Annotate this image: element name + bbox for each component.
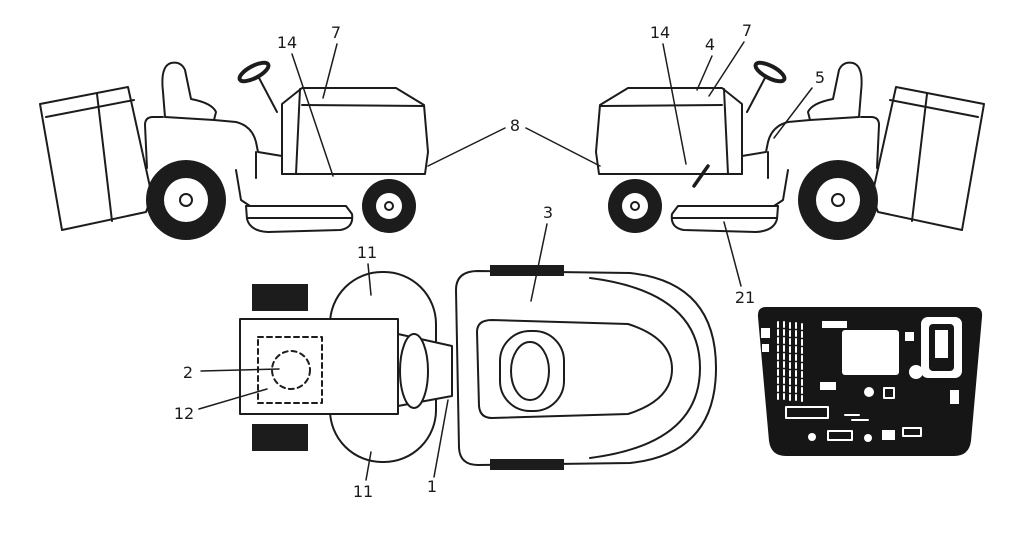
callout-11-upper: 11 bbox=[357, 243, 377, 262]
leader-1 bbox=[433, 399, 449, 478]
tractor-top-view bbox=[239, 265, 717, 470]
callout-leader-lines bbox=[198, 41, 813, 481]
panel-grille bbox=[777, 321, 803, 403]
leader-8-to-left bbox=[427, 127, 506, 167]
neck-joint bbox=[399, 333, 429, 409]
callout-7-right-view: 7 bbox=[742, 21, 752, 40]
front-body-outline bbox=[455, 270, 717, 466]
callout-21-right-view: 21 bbox=[735, 288, 755, 307]
callout-2: 2 bbox=[183, 363, 193, 382]
control-panel-illustration bbox=[757, 307, 983, 456]
tractor-left-side-view bbox=[38, 57, 430, 243]
callout-3: 3 bbox=[543, 203, 553, 222]
callout-5-right-view: 5 bbox=[815, 68, 825, 87]
deck-lift-lever bbox=[692, 164, 710, 188]
leader-12 bbox=[198, 388, 268, 410]
callout-12: 12 bbox=[174, 404, 194, 423]
leader-5-right bbox=[773, 87, 813, 139]
label-strip-top bbox=[490, 265, 564, 276]
leader-21-right bbox=[723, 221, 742, 287]
top-view-wheel-upper bbox=[252, 284, 308, 311]
top-view-wheel-lower bbox=[252, 424, 308, 451]
leader-14-right bbox=[662, 43, 687, 165]
callout-14-right-view: 14 bbox=[650, 23, 670, 42]
body-inner-curve bbox=[589, 277, 701, 459]
seat-top-outline bbox=[499, 330, 565, 412]
leader-14-left bbox=[291, 53, 334, 177]
leader-4-right bbox=[696, 55, 713, 91]
callout-14-left-view: 14 bbox=[277, 33, 297, 52]
hood-opening-outline bbox=[476, 319, 673, 419]
leader-11-upper bbox=[367, 263, 372, 296]
leader-2 bbox=[200, 368, 280, 372]
callout-11-lower: 11 bbox=[353, 482, 373, 501]
callout-7-left-view: 7 bbox=[331, 23, 341, 42]
tractor-right-side-view bbox=[594, 57, 986, 243]
callout-4-right-view: 4 bbox=[705, 35, 715, 54]
seat-cushion bbox=[510, 341, 550, 401]
callout-labels: 14 7 8 14 4 7 5 21 11 11 2 12 1 3 bbox=[174, 21, 825, 501]
leader-7-right bbox=[708, 41, 745, 97]
chassis-frame bbox=[239, 318, 399, 415]
leader-3 bbox=[530, 223, 548, 302]
label-strip-bottom bbox=[490, 459, 564, 470]
leader-8-to-right bbox=[525, 127, 601, 167]
callout-1: 1 bbox=[427, 477, 437, 496]
panel-outlined-details bbox=[785, 324, 954, 441]
callout-8-both-views: 8 bbox=[510, 116, 520, 135]
leader-11-lower bbox=[365, 451, 372, 481]
leader-7-left bbox=[322, 43, 338, 99]
